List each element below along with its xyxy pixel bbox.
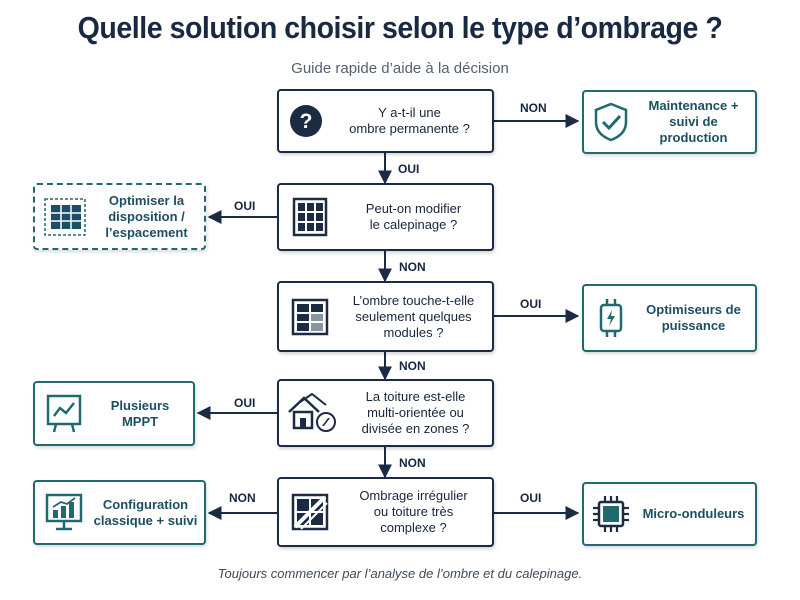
question-box-irregular-shade: Ombrage irrégulier ou toiture très compl… — [277, 477, 494, 547]
edge-label-q4-oui: OUI — [234, 396, 256, 410]
question-text: Y a-t-il une ombre permanente ? — [349, 105, 470, 136]
question-text: L’ombre touche-t-elle seulement quelques… — [352, 292, 475, 340]
edge-label-q5-non: NON — [229, 491, 256, 505]
edge-label-q2-oui: OUI — [234, 199, 256, 213]
outcome-classic-configuration: Configuration classique + suivi — [33, 480, 206, 545]
edge-label-q5-oui: OUI — [520, 491, 542, 505]
outcome-text: Maintenance + suivi de production — [648, 98, 739, 145]
panel-layout-icon — [35, 197, 95, 237]
question-text: Peut-on modifier le calepinage ? — [365, 201, 462, 232]
question-box-multi-orientation: La toiture est-elle multi-orientée ou di… — [277, 379, 494, 447]
page-subtitle: Guide rapide d’aide à la décision — [291, 60, 509, 77]
optimizer-icon — [584, 297, 638, 339]
edge-label-q3-oui: OUI — [520, 297, 542, 311]
edge-label-q1-oui: OUI — [398, 162, 420, 176]
outcome-optimize-layout: Optimiser la disposition / l’espacement — [33, 183, 206, 250]
outcome-text: Micro-onduleurs — [642, 506, 745, 521]
outcome-multiple-mppt: Plusieurs MPPT — [33, 381, 195, 446]
outcome-text: Plusieurs MPPT — [110, 397, 170, 429]
question-text: La toiture est-elle multi-orientée ou di… — [361, 389, 470, 436]
question-box-modify-layout: Peut-on modifier le calepinage ? — [277, 183, 494, 251]
question-box-few-modules: L’ombre touche-t-elle seulement quelques… — [277, 281, 494, 352]
outcome-maintenance: Maintenance + suivi de production — [582, 90, 757, 154]
shaded-panel-icon — [279, 493, 341, 531]
shield-check-icon — [584, 102, 638, 142]
question-text: Ombrage irrégulier ou toiture très compl… — [359, 488, 468, 535]
question-box-permanent-shade: ? Y a-t-il une ombre permanente ? — [277, 89, 494, 153]
monitor-chart-icon — [35, 394, 93, 434]
microchip-icon — [584, 495, 638, 533]
footer-note: Toujours commencer par l’analyse de l’om… — [217, 566, 583, 581]
outcome-power-optimizers: Optimiseurs de puissance — [582, 284, 757, 352]
edge-label-q4-non: NON — [399, 456, 426, 470]
outcome-text: Configuration classique + suivi — [93, 496, 198, 528]
panel-grid-icon — [279, 197, 341, 237]
edge-label-q3-non: NON — [399, 359, 426, 373]
page-title: Quelle solution choisir selon le type d’… — [77, 10, 723, 45]
outcome-text: Optimiseurs de puissance — [646, 302, 741, 333]
house-compass-icon — [279, 392, 345, 434]
edge-label-q2-non: NON — [399, 260, 426, 274]
svg-text:?: ? — [300, 110, 313, 133]
question-icon: ? — [279, 104, 333, 138]
edge-label-q1-non: NON — [520, 101, 547, 115]
outcome-micro-inverters: Micro-onduleurs — [582, 482, 757, 546]
monitor-bars-icon — [35, 493, 93, 533]
partial-panel-icon — [279, 298, 341, 336]
outcome-text: Optimiser la disposition / l’espacement — [105, 192, 188, 240]
